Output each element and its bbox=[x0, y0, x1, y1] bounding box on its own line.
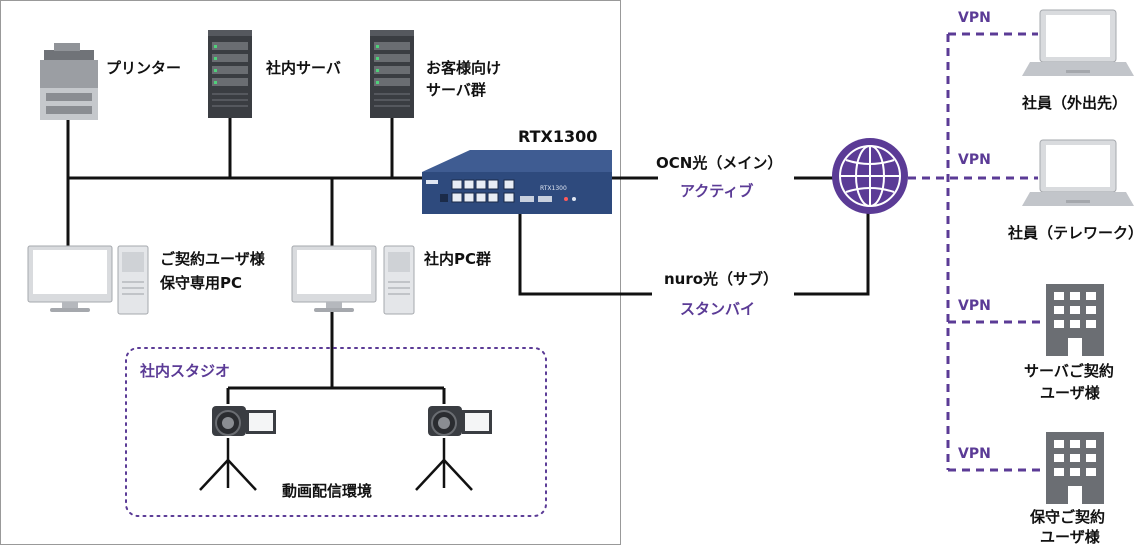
vpn-label: VPN bbox=[958, 10, 991, 26]
customer-servers-label-2: サーバ群 bbox=[426, 81, 486, 99]
maint-customer-label-1: 保守ご契約 bbox=[1029, 508, 1105, 526]
vpn-label: VPN bbox=[958, 152, 991, 168]
remote-worker-label: 社員（外出先） bbox=[1021, 94, 1127, 112]
customer-servers-label-1: お客様向け bbox=[426, 59, 501, 77]
vpn-label: VPN bbox=[958, 298, 991, 314]
customer-pc-monitor-icon bbox=[27, 245, 113, 312]
laptop-icon bbox=[1022, 9, 1134, 76]
internet-globe-icon bbox=[832, 138, 908, 214]
router-label: RTX1300 bbox=[518, 127, 597, 146]
main-line-status: アクティブ bbox=[680, 182, 753, 200]
building-icon bbox=[1046, 432, 1104, 504]
vpn-label: VPN bbox=[958, 446, 991, 462]
internal-pc-label: 社内PC群 bbox=[423, 250, 491, 268]
telework-label: 社員（テレワーク） bbox=[1007, 224, 1140, 242]
vpn-lines bbox=[908, 32, 1044, 472]
customer-pc-label-2: 保守専用PC bbox=[159, 274, 242, 292]
printer-icon bbox=[40, 43, 98, 120]
router-icon: RTX1300 bbox=[422, 150, 612, 214]
studio-title: 社内スタジオ bbox=[139, 362, 230, 380]
router-panel-text: RTX1300 bbox=[540, 185, 567, 192]
main-line-label: OCN光（メイン） bbox=[656, 154, 782, 172]
office-boundary bbox=[0, 0, 621, 545]
customer-server-icon bbox=[370, 30, 414, 118]
lan-wiring bbox=[66, 118, 446, 404]
internal-pc-monitor-icon bbox=[291, 245, 377, 312]
server-customer-label-1: サーバご契約 bbox=[1024, 362, 1114, 380]
studio-area bbox=[125, 347, 547, 517]
customer-pc-label-1: ご契約ユーザ様 bbox=[160, 250, 266, 268]
sub-line-status: スタンバイ bbox=[680, 300, 755, 318]
laptop-icon bbox=[1022, 139, 1134, 206]
studio-caption: 動画配信環境 bbox=[282, 482, 372, 500]
maint-customer-label-2: ユーザ様 bbox=[1040, 528, 1101, 546]
customer-pc-tower-icon bbox=[117, 245, 149, 315]
server-icon bbox=[208, 30, 252, 118]
internal-server-label: 社内サーバ bbox=[265, 59, 341, 77]
video-camera-icon bbox=[199, 406, 276, 491]
server-customer-label-2: ユーザ様 bbox=[1040, 384, 1101, 402]
internal-pc-tower-icon bbox=[383, 245, 415, 315]
wan-lines bbox=[518, 176, 870, 296]
sub-line-label: nuro光（サブ） bbox=[664, 270, 778, 288]
building-icon bbox=[1046, 284, 1104, 356]
video-camera-icon bbox=[415, 406, 492, 491]
printer-label: プリンター bbox=[106, 59, 181, 77]
